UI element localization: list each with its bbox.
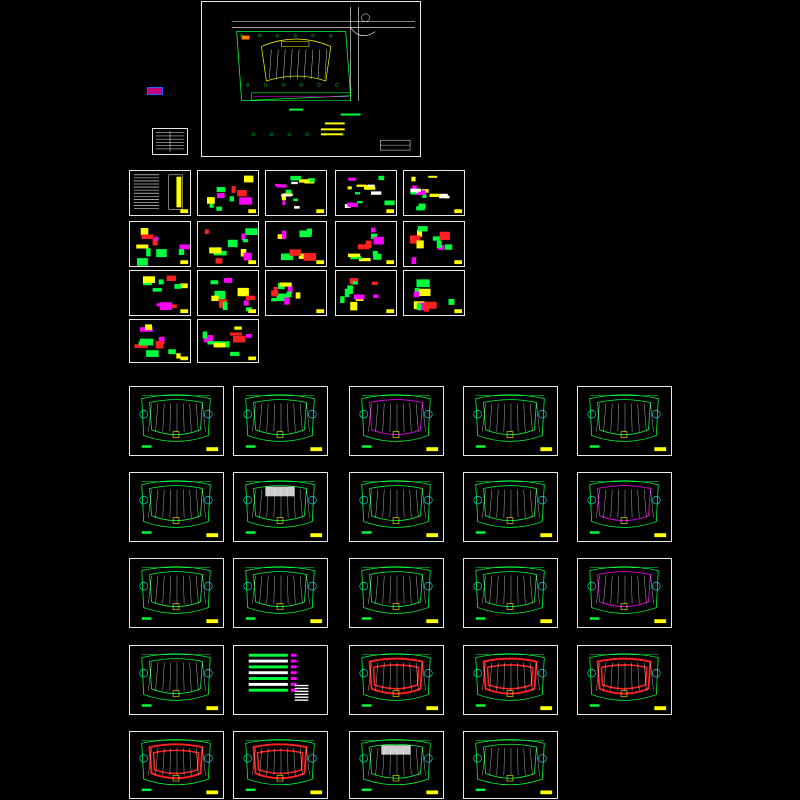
- plan-sheet: [463, 645, 558, 715]
- plan-sheet: [349, 645, 444, 715]
- detail-sheet: [335, 170, 397, 216]
- detail-sheet: [197, 270, 259, 316]
- site-plan-sheet: [201, 1, 421, 157]
- plan-sheet: [129, 645, 224, 715]
- plan-sheet: [463, 558, 558, 628]
- plan-sheet: [349, 731, 444, 799]
- detail-sheet: [197, 319, 259, 363]
- detail-sheet: [335, 270, 397, 316]
- detail-sheet: [403, 270, 465, 316]
- detail-sheet: [265, 221, 327, 267]
- plan-sheet: [233, 558, 328, 628]
- plan-sheet: [349, 386, 444, 456]
- plan-sheet: [233, 731, 328, 799]
- detail-sheet: [129, 170, 191, 216]
- plan-sheet: [349, 558, 444, 628]
- plan-sheet: [463, 731, 558, 799]
- plan-sheet: [233, 645, 328, 715]
- detail-sheet: [403, 170, 465, 216]
- plan-sheet: [233, 386, 328, 456]
- plan-sheet: [463, 472, 558, 542]
- plan-sheet: [577, 472, 672, 542]
- plan-sheet: [463, 386, 558, 456]
- detail-sheet: [197, 221, 259, 267]
- plan-sheet: [129, 472, 224, 542]
- plan-sheet: [129, 386, 224, 456]
- plan-sheet: [577, 645, 672, 715]
- detail-sheet: [403, 221, 465, 267]
- plan-sheet: [349, 472, 444, 542]
- plan-sheet: [233, 472, 328, 542]
- detail-sheet: [129, 221, 191, 267]
- detail-sheet: [129, 270, 191, 316]
- plan-sheet: [577, 386, 672, 456]
- detail-sheet: [265, 170, 327, 216]
- legend-marker: [147, 87, 163, 95]
- plan-sheet: [577, 558, 672, 628]
- legend-box: [152, 128, 188, 155]
- detail-sheet: [335, 221, 397, 267]
- detail-sheet: [197, 170, 259, 216]
- detail-sheet: [265, 270, 327, 316]
- detail-sheet: [129, 319, 191, 363]
- plan-sheet: [129, 731, 224, 799]
- plan-sheet: [129, 558, 224, 628]
